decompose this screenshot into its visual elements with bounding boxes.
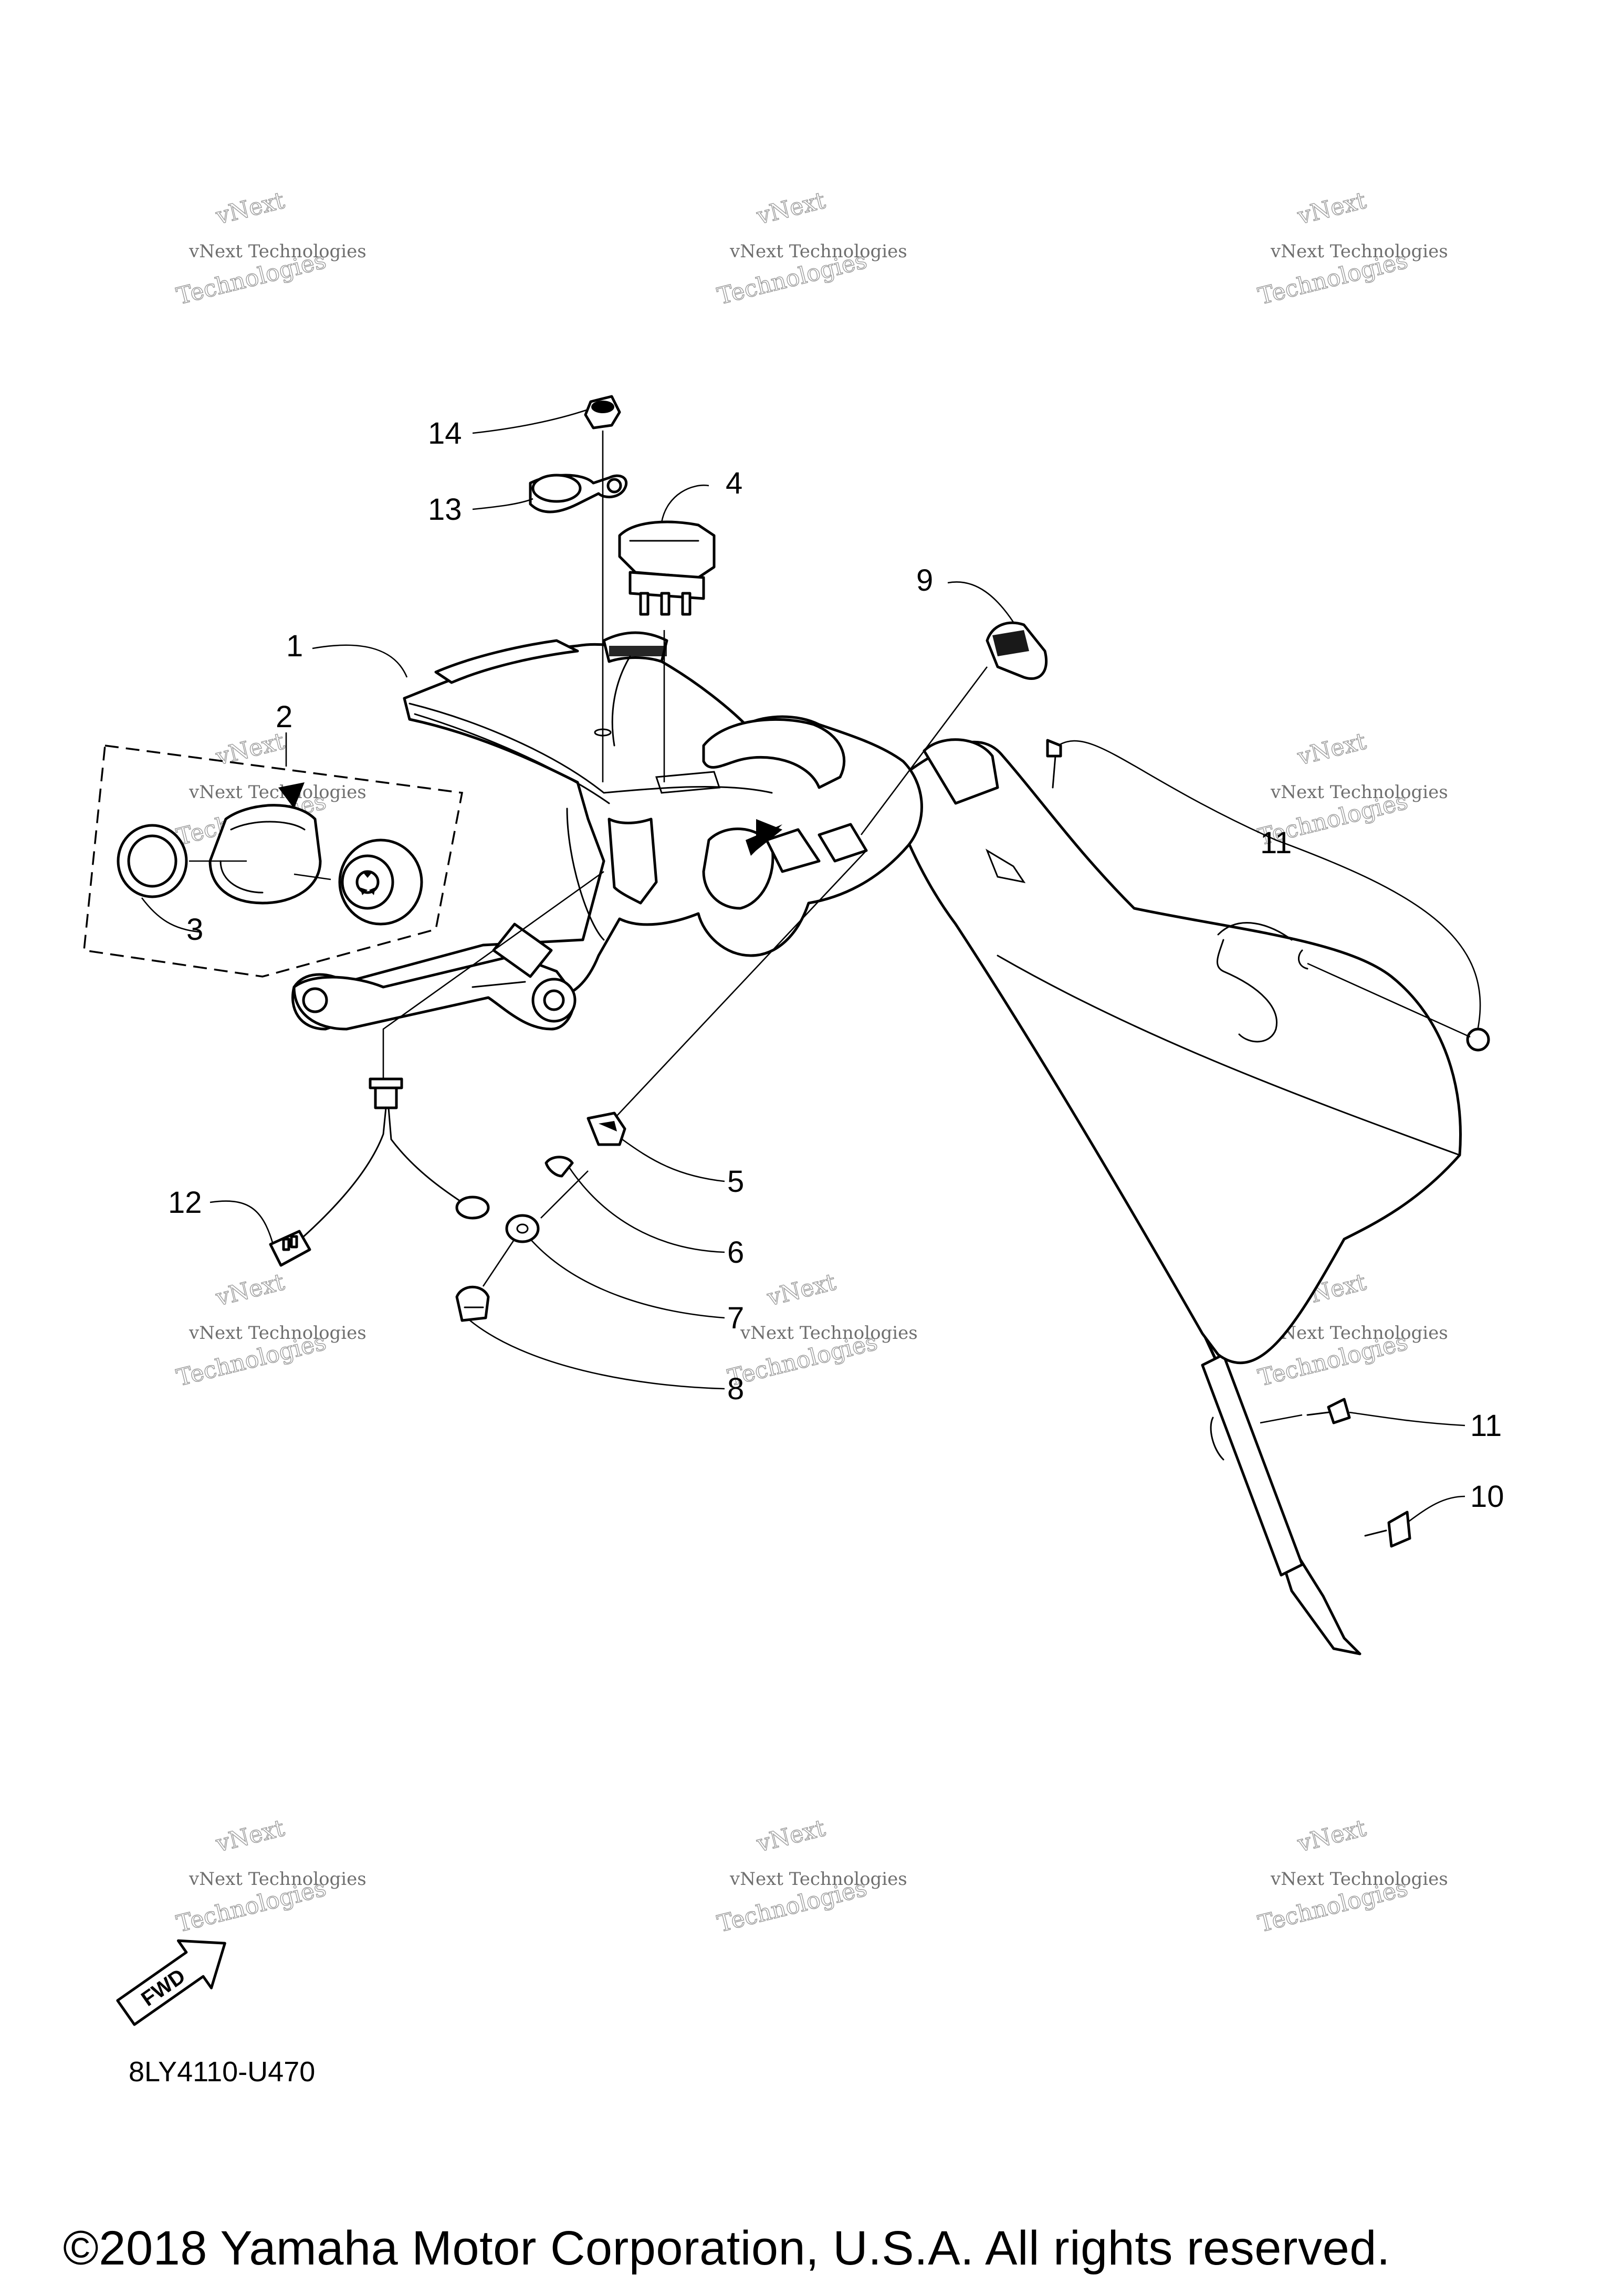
svg-text:vNext Technologies: vNext Technologies — [1270, 1323, 1448, 1344]
svg-text:vNext: vNext — [213, 187, 287, 230]
svg-text:vNext: vNext — [753, 187, 828, 230]
part-6-spring-washer — [544, 1156, 725, 1253]
callout-6: 6 — [727, 1235, 744, 1270]
leader-9 — [947, 581, 1014, 623]
part-11-screw-right — [1297, 949, 1490, 1052]
leader-3 — [141, 897, 200, 933]
callout-3: 3 — [186, 913, 203, 947]
part-13-cap — [529, 474, 628, 513]
copyright-notice: ©2018 Yamaha Motor Corporation, U.S.A. A… — [63, 2221, 1390, 2275]
callout-10: 10 — [1470, 1480, 1504, 1514]
callout-11-upper: 11 — [1260, 826, 1292, 860]
arrow-mark — [278, 782, 305, 809]
svg-text:vNext Technologies: vNext Technologies — [188, 782, 366, 803]
svg-text:vNext: vNext — [753, 1815, 828, 1858]
callout-14: 14 — [428, 416, 462, 450]
svg-text:vNext: vNext — [213, 1268, 287, 1312]
callout-5: 5 — [727, 1165, 744, 1199]
watermark: Technologies vNext Technologies vNext — [714, 1814, 907, 1938]
watermark: Technologies vNext Technologies vNext — [173, 186, 366, 310]
watermark: Technologies vNext Technologies vNext — [1255, 1814, 1448, 1938]
svg-text:vNext Technologies: vNext Technologies — [1270, 782, 1448, 803]
callout-4: 4 — [726, 466, 742, 500]
callout-1: 1 — [286, 629, 303, 663]
svg-text:vNext Technologies: vNext Technologies — [1270, 241, 1448, 262]
direction-arrows — [278, 782, 782, 856]
part-2-socket — [189, 804, 423, 926]
watermark: Technologies vNext Technologies vNext — [173, 1268, 366, 1392]
diagram-code: 8LY4110-U470 — [129, 2056, 316, 2088]
part-11-screw-upper — [1046, 739, 1481, 1040]
svg-text:vNext Technologies: vNext Technologies — [188, 1869, 366, 1890]
callout-11-lower: 11 — [1470, 1409, 1502, 1443]
leader-12 — [210, 1200, 274, 1245]
part-3-grommet — [117, 824, 188, 898]
svg-text:vNext Technologies: vNext Technologies — [188, 241, 366, 262]
svg-text:vNext Technologies: vNext Technologies — [188, 1323, 366, 1344]
callout-labels: 1 2 3 4 5 6 7 8 9 10 11 11 12 13 14 — [168, 416, 1504, 1514]
kit-boundary — [83, 745, 464, 978]
callout-8: 8 — [727, 1372, 744, 1406]
part-10-screw — [1364, 1495, 1465, 1548]
watermark: Technologies vNext Technologies vNext — [173, 1814, 366, 1938]
leader-1 — [312, 644, 408, 678]
rear-side-cover — [886, 738, 1462, 1365]
svg-text:vNext: vNext — [213, 1815, 287, 1858]
svg-text:vNext Technologies: vNext Technologies — [740, 1323, 918, 1344]
rear-housing — [291, 631, 923, 1031]
svg-text:vNext: vNext — [1294, 1815, 1369, 1858]
svg-text:vNext: vNext — [764, 1268, 839, 1312]
svg-text:vNext Technologies: vNext Technologies — [1270, 1869, 1448, 1890]
watermark: Technologies vNext Technologies vNext — [1255, 186, 1448, 310]
part-9-lens — [860, 621, 1048, 835]
svg-text:vNext Technologies: vNext Technologies — [729, 1869, 907, 1890]
fwd-arrow-icon: FWD — [116, 1939, 226, 2026]
callout-12: 12 — [168, 1186, 202, 1220]
leader-13 — [472, 498, 533, 510]
watermark: Technologies vNext Technologies vNext — [725, 1268, 918, 1392]
part-8-bolt — [455, 1239, 725, 1390]
svg-text:vNext: vNext — [213, 728, 287, 771]
leader-14 — [472, 408, 589, 434]
callout-9: 9 — [916, 563, 933, 597]
part-14-nut — [584, 395, 621, 429]
part-4-switch — [618, 520, 716, 782]
callout-7: 7 — [727, 1301, 744, 1335]
watermark: Technologies vNext Technologies vNext — [714, 186, 907, 310]
svg-text:vNext: vNext — [1294, 728, 1369, 771]
part-12-harness — [269, 871, 604, 1267]
callout-2: 2 — [276, 700, 292, 734]
part-7-washer — [505, 1170, 725, 1319]
arrow-mark — [746, 824, 782, 856]
part-11-screw-lower — [1260, 1398, 1465, 1427]
callout-13: 13 — [428, 492, 462, 527]
leader-4 — [661, 484, 709, 523]
part-5-clip — [586, 850, 867, 1182]
svg-text:vNext: vNext — [1294, 187, 1369, 230]
svg-text:vNext Technologies: vNext Technologies — [729, 241, 907, 262]
